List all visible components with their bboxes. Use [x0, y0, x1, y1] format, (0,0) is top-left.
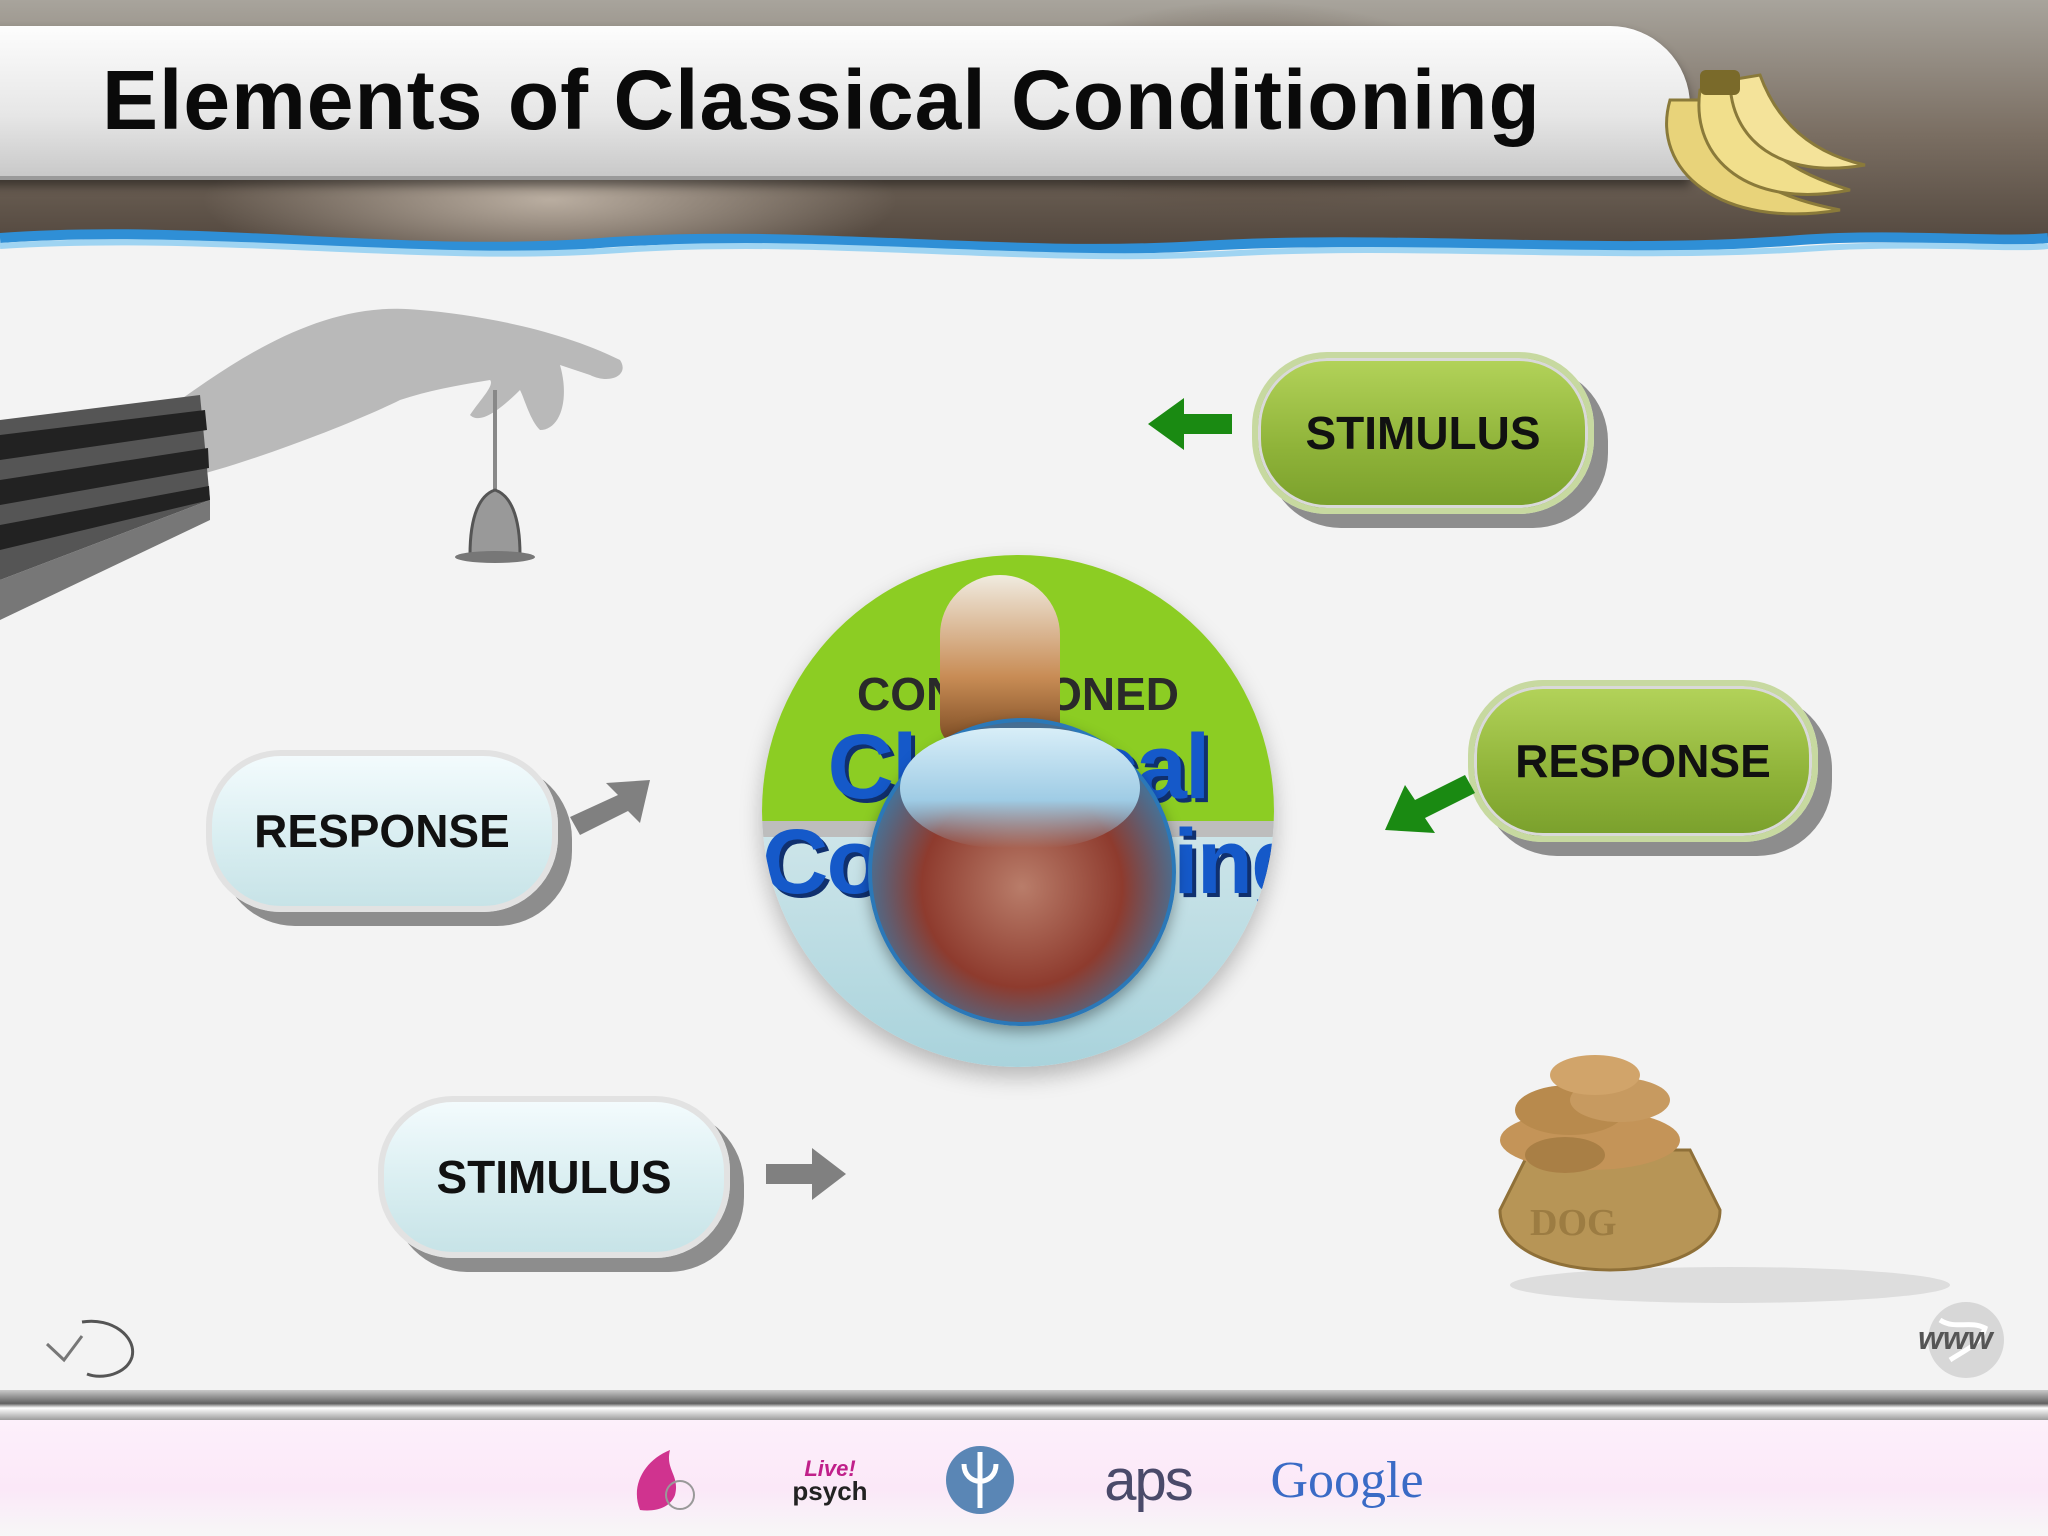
psi-logo[interactable]: [942, 1440, 1018, 1520]
arrow-up-right-icon: [570, 780, 650, 835]
water-divider: [0, 229, 2048, 278]
slide-title: Elements of Classical Conditioning: [102, 53, 1541, 147]
aps-text: aps: [1104, 1447, 1194, 1513]
www-link[interactable]: www: [1910, 1300, 2006, 1380]
google-logo[interactable]: Google: [1270, 1440, 1424, 1520]
response-label: RESPONSE: [1515, 735, 1771, 787]
title-bar: [0, 26, 1690, 180]
response-pill-left: RESPONSE: [206, 750, 558, 912]
hand-bell-image: [0, 308, 623, 620]
arrow-down-left-icon: [1385, 775, 1475, 833]
arrow-right-icon: [766, 1148, 846, 1200]
footer-bar: [0, 1420, 2048, 1536]
footer-divider: [0, 1390, 2048, 1420]
stimulus-label: STIMULUS: [436, 1151, 672, 1203]
stimulus-pill-bottom: STIMULUS: [378, 1096, 730, 1258]
dog-bowl-image: DOG: [1498, 1055, 1950, 1303]
banana-icon: [1665, 70, 1866, 216]
live-psych-line1: Live!: [804, 1456, 856, 1481]
globe-icon: [1928, 1302, 2004, 1378]
response-pill-right: RESPONSE: [1468, 680, 1818, 842]
www-label: www: [1918, 1320, 1993, 1356]
google-text: Google: [1270, 1451, 1424, 1509]
arrow-left-icon: [1148, 398, 1232, 450]
response-label: RESPONSE: [254, 805, 510, 857]
stimulus-label: STIMULUS: [1305, 407, 1541, 459]
fish-logo[interactable]: [620, 1440, 700, 1520]
stimulus-pill-top: STIMULUS: [1252, 352, 1594, 514]
live-psych-line2: psych: [792, 1476, 868, 1506]
return-arrow-icon[interactable]: [42, 1312, 142, 1382]
mouth-sphere-image: [868, 718, 1176, 1026]
dog-image: [940, 575, 1060, 745]
aps-logo[interactable]: aps: [1088, 1440, 1208, 1520]
live-psych-logo[interactable]: Live! psych: [792, 1440, 868, 1520]
svg-text:DOG: DOG: [1530, 1202, 1617, 1244]
